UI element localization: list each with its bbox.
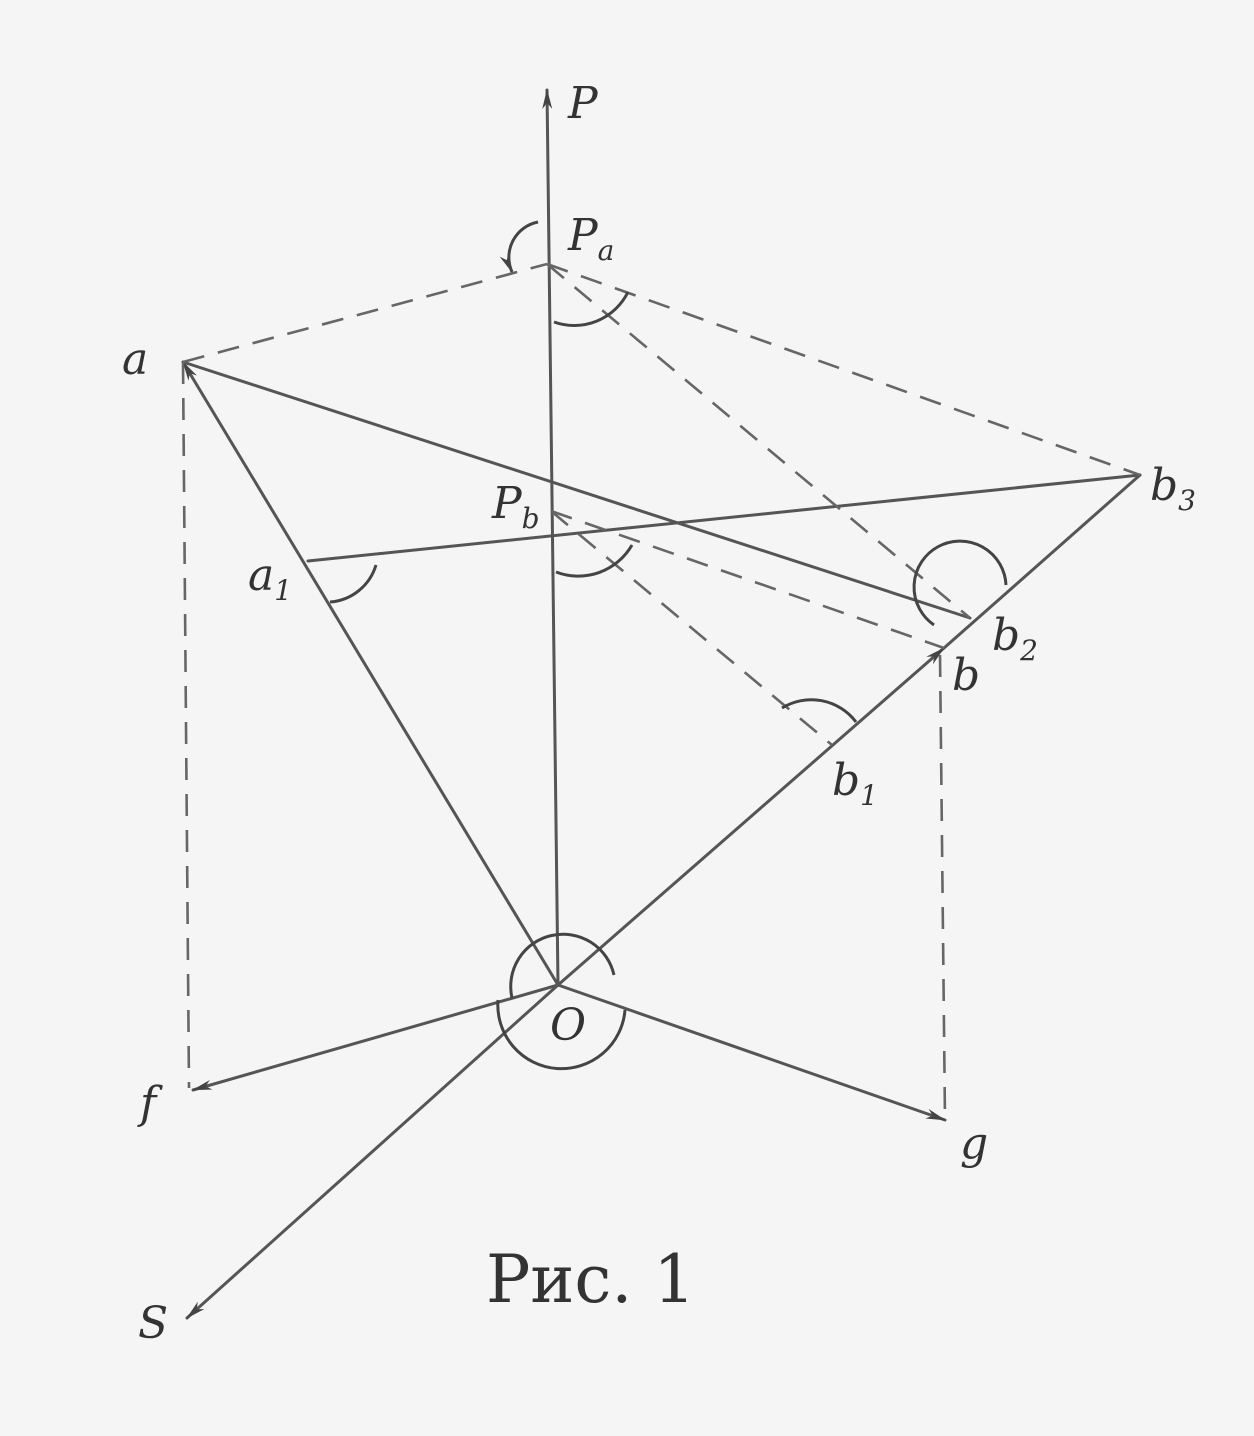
label-pa: Pa — [567, 210, 614, 267]
angle-arc-pb — [555, 544, 634, 578]
dash-pa-b2 — [546, 263, 971, 619]
dash-b-g — [938, 654, 947, 1121]
line-a-b2 — [181, 360, 972, 620]
dash-pa-b3 — [546, 262, 1141, 477]
label-f: f — [137, 1078, 163, 1129]
angle-arc-b2 — [912, 539, 1008, 627]
label-b1: b1 — [832, 755, 878, 812]
line-of — [191, 983, 560, 1092]
label-a1: a1 — [248, 550, 292, 607]
angle-arc-pa-rotation — [499, 220, 539, 273]
angle-arc-b1 — [781, 698, 858, 723]
line-a1-b3 — [306, 473, 1142, 563]
figure-caption: Рис. 1 — [486, 1241, 695, 1318]
line-b-b3 — [942, 473, 1142, 650]
label-a: a — [122, 334, 148, 385]
dash-a-pa — [182, 262, 548, 364]
dash-pb-b — [550, 509, 945, 650]
label-p: P — [567, 78, 599, 129]
angle-arc-a1 — [329, 564, 378, 604]
label-pb: Pb — [491, 478, 540, 535]
line-os — [185, 983, 560, 1320]
line-og — [556, 983, 947, 1122]
label-s: S — [138, 1298, 168, 1349]
angle-arc-o-upper — [509, 932, 616, 999]
angle-arc-o-lower — [496, 999, 627, 1071]
angle-arc-pa — [553, 291, 630, 327]
label-b: b — [952, 650, 980, 701]
label-g: g — [960, 1118, 988, 1169]
line-oa — [181, 360, 560, 987]
line-ob — [556, 646, 946, 987]
label-b3: b3 — [1150, 460, 1196, 517]
label-o: O — [550, 1000, 586, 1051]
label-b2: b2 — [992, 610, 1038, 667]
dash-pb-b1 — [550, 510, 833, 746]
dash-a-f — [181, 361, 191, 1089]
axis-op — [542, 88, 560, 987]
